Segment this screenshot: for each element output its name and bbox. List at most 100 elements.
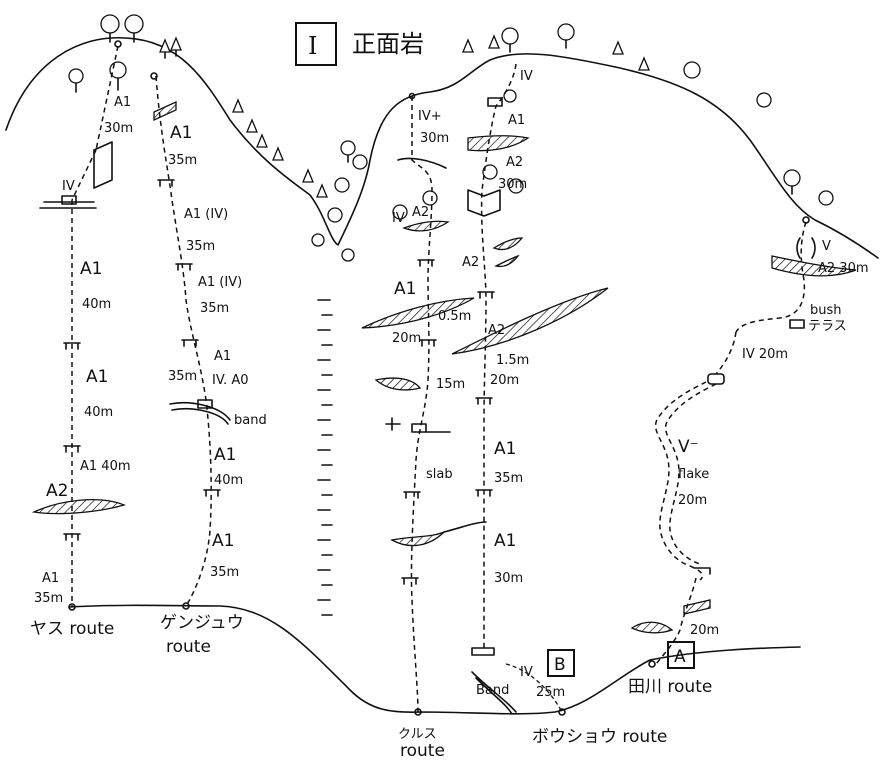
trees [68,14,834,262]
route-name-kurusu-2: route [400,741,445,761]
kur-a2: A2 [412,205,429,220]
tree-icon [392,204,408,220]
tree-icon [272,146,284,161]
tree-icon [341,248,355,262]
tree-icon [501,27,519,53]
gully-marks [317,299,333,616]
yasu-30m: 30m [104,121,133,136]
tree-icon [246,118,258,133]
tag-a2-30: A2 30m [818,261,869,276]
yasu-a1-40a: A1 [80,259,102,279]
route-tagawa: A V A2 30m bush テラス IV 20m V⁻ flake 20m … [628,216,869,697]
tag-flake: flake [678,467,709,482]
tree-icon [638,56,650,71]
variant-b-grade: IV [520,665,533,680]
gen-a1iv-b: A1 (IV) [198,275,242,290]
route-genzyu: A1 35m A1 (IV) 35m A1 (IV) 35m A1 35m IV… [150,72,267,657]
gen-iva0: IV. A0 [212,373,248,388]
tree-icon [232,98,244,113]
tree-icon [334,177,350,193]
yasu-40b: 40m [84,405,113,420]
tree-icon [488,34,500,49]
route-name-yasu: ヤス route [30,619,114,639]
variant-b: B IV Band 25m [471,649,575,716]
tree-icon [462,38,474,53]
tree-icon [256,133,268,148]
kur-20m: 20m [392,331,421,346]
title-text: 正面岩 [352,30,424,58]
kur-ivplus: IV+ [418,109,442,124]
tree-icon [316,183,328,198]
bos-15m: 1.5m [496,353,529,368]
tree-icon [124,14,144,43]
title-numeral: I [308,32,317,60]
route-name-bosyou: ボウショウ route [532,727,667,747]
tree-icon [340,140,356,163]
gen-35d: 35m [168,369,197,384]
bos-a1: A1 [508,113,525,128]
tag-bush: bush [810,303,842,318]
tree-icon [68,68,84,93]
belay-marks [475,291,495,497]
bos-20m: 20m [490,373,519,388]
bos-35m: 35m [494,471,523,486]
tag-iv20: IV 20m [742,347,788,362]
yasu-40a: 40m [82,297,111,312]
route-bosyou: IV A1 A2 30m A2 A2 1.5m 20m A1 35m A1 30… [451,63,667,747]
marker-b: B [554,655,566,675]
tree-icon [327,207,343,223]
route-name-genzyu-2: route [166,637,211,657]
kur-05m: 0.5m [438,309,471,324]
marker-a: A [674,647,686,667]
yasu-a2: A2 [46,481,68,501]
route-name-kurusu-1: クルス [398,727,437,742]
belay-marks [157,179,221,497]
marker-a-box [667,641,695,669]
tree-icon [508,178,524,194]
tree-icon [422,190,438,206]
kur-iv: IV [392,211,405,226]
bos-a2a: A2 [506,155,523,170]
variant-b-length: 25m [536,685,565,700]
route-kurusu: IV+ 30m IV A2 A1 0.5m 20m 15m slab クルス r… [361,92,487,761]
yasu-iv: IV [62,179,75,194]
gen-35f: 35m [210,565,239,580]
gen-a1-c: A1 [214,349,231,364]
tree-icon [756,92,772,108]
rock-skyline [5,36,879,259]
marker-b-box [547,649,575,677]
tree-icon [818,190,834,206]
kur-15m: 15m [436,377,465,392]
route-name-genzyu-1: ゲンジュウ [160,613,244,633]
tree-icon [482,164,498,180]
ground-line [69,604,801,715]
tree-icon [159,38,171,59]
title-numeral-box [295,22,337,66]
route-yasu: A1 30m IV A1 40m A1 40m A1 40m A2 A1 35m… [30,40,133,639]
bos-30mb: 30m [494,571,523,586]
gen-35b: 35m [186,239,215,254]
tree-icon [311,233,325,247]
bos-iv: IV [520,69,533,84]
gen-a1-e: A1 [214,445,236,465]
tag-vminus: V⁻ [678,437,699,457]
bos-30m: 30m [498,177,527,192]
gen-35a: 35m [168,153,197,168]
kur-30m: 30m [420,131,449,146]
tag-20a: 20m [678,493,707,508]
tree-icon [100,14,120,43]
gen-band: band [234,413,267,428]
yasu-a1-35: A1 [42,571,59,586]
yasu-a1-40c: A1 40m [80,459,131,474]
yasu-a1-40b: A1 [86,367,108,387]
route-name-tagawa: 田川 route [628,677,712,697]
yasu-35m: 35m [34,591,63,606]
bos-a1b: A1 [494,531,516,551]
tag-v: V [822,239,831,254]
bos-a2c: A2 [488,323,505,338]
tag-terrace: テラス [808,319,847,334]
kur-slab: slab [426,467,453,482]
variant-b-band: Band [476,683,509,698]
gen-35c: 35m [200,301,229,316]
